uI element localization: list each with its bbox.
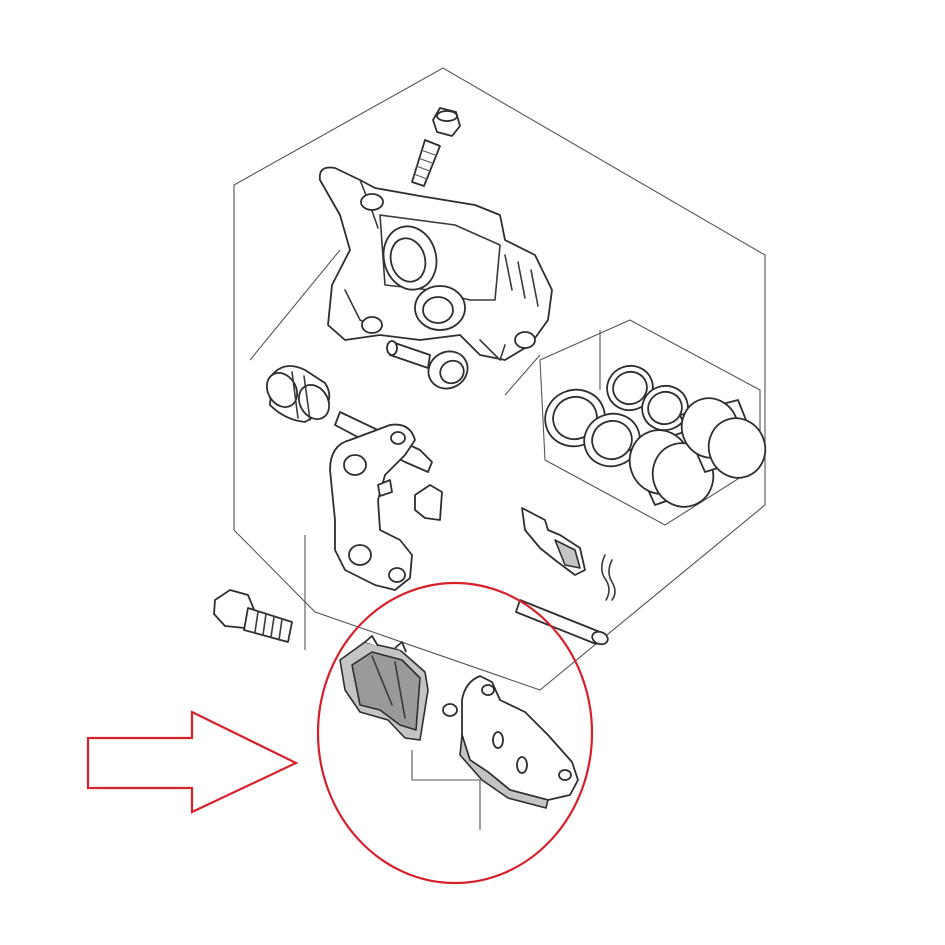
caliper-bracket — [329, 423, 416, 591]
pointer-arrow-icon — [86, 710, 299, 814]
bleeder-screw — [411, 139, 441, 187]
retaining-clip — [600, 554, 616, 601]
pad-pin — [515, 599, 609, 646]
caliper-body — [318, 166, 553, 361]
bleeder-cap — [432, 107, 461, 137]
piston-seal-set — [539, 319, 761, 526]
slide-pin-boot — [266, 365, 331, 423]
highlight-circle — [316, 581, 594, 885]
leader-lines — [249, 249, 601, 830]
pistons — [628, 397, 767, 508]
pad-spring — [414, 484, 586, 576]
bracket-bolt — [213, 589, 293, 643]
brake-pads — [339, 635, 579, 809]
assembly-frame — [233, 67, 766, 691]
